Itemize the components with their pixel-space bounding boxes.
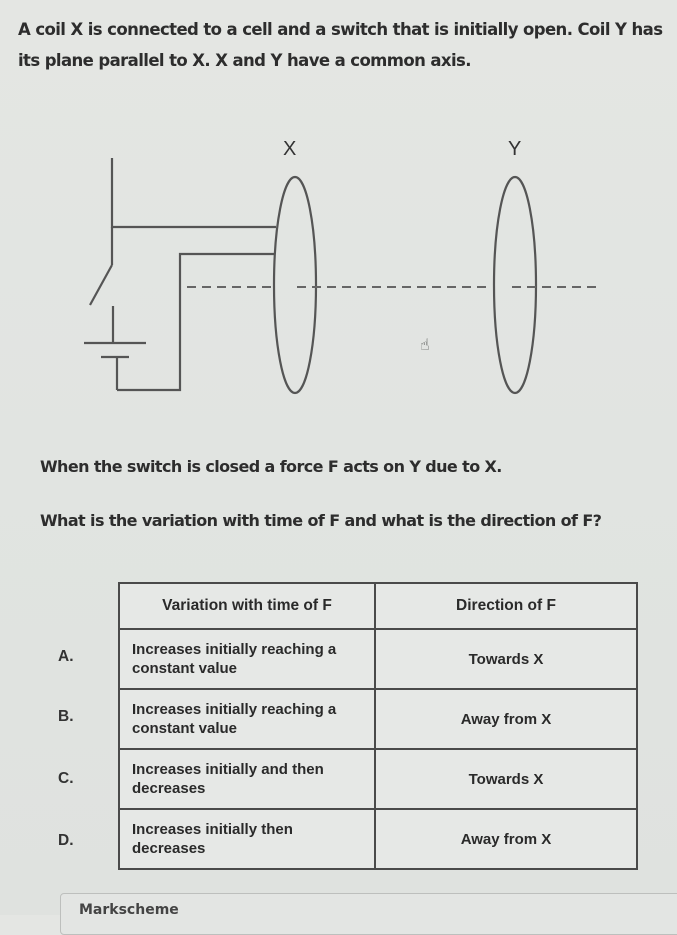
variation-cell: Increases initially then decreases bbox=[118, 808, 376, 870]
option-d-label[interactable]: D. bbox=[58, 832, 74, 849]
header-direction: Direction of F bbox=[374, 582, 638, 630]
question-prompt: What is the variation with time of F and… bbox=[40, 511, 602, 530]
direction-cell: Away from X bbox=[374, 688, 638, 750]
open-switch-icon bbox=[89, 264, 113, 306]
table-header-row: Variation with time of F Direction of F bbox=[118, 582, 638, 630]
coil-y bbox=[492, 175, 538, 395]
table-row[interactable]: Increases initially and then decreases T… bbox=[118, 748, 638, 810]
coil-x-label: X bbox=[283, 138, 296, 160]
markscheme-label: Markscheme bbox=[79, 902, 179, 918]
option-b-label[interactable]: B. bbox=[58, 708, 74, 725]
direction-cell: Towards X bbox=[374, 628, 638, 690]
hand-cursor-icon: ☝ bbox=[420, 335, 430, 354]
question-intro: A coil X is connected to a cell and a sw… bbox=[18, 20, 663, 70]
variation-cell: Increases initially reaching a constant … bbox=[118, 688, 376, 750]
table-row[interactable]: Increases initially reaching a constant … bbox=[118, 628, 638, 690]
direction-cell: Away from X bbox=[374, 808, 638, 870]
question-statement: When the switch is closed a force F acts… bbox=[40, 457, 502, 476]
table-row[interactable]: Increases initially reaching a constant … bbox=[118, 688, 638, 750]
variation-cell: Increases initially reaching a constant … bbox=[118, 628, 376, 690]
coil-y-label: Y bbox=[508, 138, 521, 160]
table-row[interactable]: Increases initially then decreases Away … bbox=[118, 808, 638, 870]
variation-cell: Increases initially and then decreases bbox=[118, 748, 376, 810]
markscheme-panel[interactable]: Markscheme bbox=[60, 893, 677, 935]
coil-x bbox=[272, 175, 318, 395]
options-table: Variation with time of F Direction of F … bbox=[118, 582, 638, 870]
circuit-diagram: ☝ X Y bbox=[84, 138, 600, 395]
direction-cell: Towards X bbox=[374, 748, 638, 810]
option-a-label[interactable]: A. bbox=[58, 648, 74, 665]
option-c-label[interactable]: C. bbox=[58, 770, 74, 787]
header-variation: Variation with time of F bbox=[118, 582, 376, 630]
